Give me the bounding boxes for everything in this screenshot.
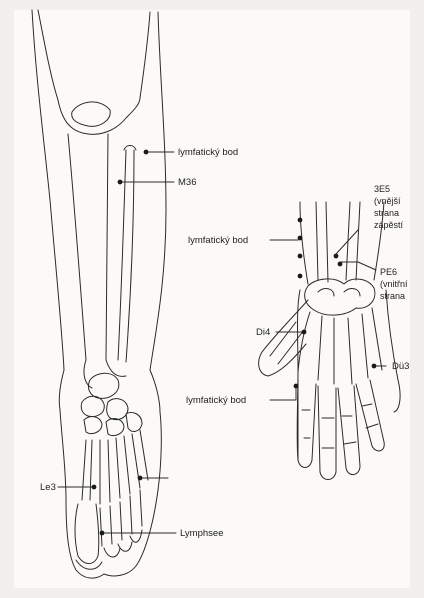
label-m36: M36 [178,177,196,188]
point-lymph-wrist-3 [298,254,303,259]
metatarsals [82,430,148,504]
label-lymph-wrist: lymfatický bod [188,235,248,246]
tibia-outline [68,134,108,360]
label-lymph-leg: lymfatický bod [178,147,238,158]
label-le3: Le3 [40,482,56,493]
femur-outline [38,10,150,100]
label-e5-line-4: zápěstí [374,219,424,231]
knee-outline [58,98,140,134]
hand-drawing [259,202,400,480]
point-lymph-leg [144,150,149,155]
finger-ring [338,386,360,475]
point-lymph-wrist-1 [298,218,303,223]
hand-skin-outline [297,290,400,460]
finger-index [298,380,316,468]
leader-lymph-hand [270,388,296,400]
metacarpals [298,308,382,384]
label-du3: Dü3 [392,361,409,372]
leader-pe6 [340,262,376,270]
point-di4 [302,330,307,335]
point-lymph-hand [294,384,299,389]
point-m36 [118,180,123,185]
tarsal-bones [81,373,142,435]
toe-bones [75,490,142,564]
finger-middle [318,386,336,480]
label-lymph-hand: lymfatický bod [186,395,246,406]
ankle-outline [84,360,126,388]
point-lymph-wrist-4 [298,274,303,279]
label-e5-line-3: strana [374,207,424,219]
label-pe6: PE6 (vnitřní strana [380,266,424,302]
label-e5-line-2: (vnější [374,195,424,207]
finger-little [356,380,384,451]
leader-e5 [336,230,358,254]
label-e5-line-1: 3E5 [374,183,424,195]
patella-outline [72,102,111,126]
leg-skin-outline [32,10,166,370]
point-pe6 [338,262,343,267]
label-e5: 3E5 (vnější strana zápěstí [374,183,424,231]
radius-ulna [316,202,360,282]
label-pe6-line-3: strana [380,290,424,302]
point-e5 [334,254,339,259]
carpal-bones [305,279,375,315]
forearm-outline [300,202,384,284]
point-foot-extra [138,476,143,481]
label-pe6-line-2: (vnitřní [380,278,424,290]
label-di4: Di4 [256,327,270,338]
point-du3 [372,364,377,369]
point-lymphsee [100,531,105,536]
point-le3 [92,485,97,490]
label-lymphsee: Lymphsee [180,528,223,539]
point-lymph-wrist-2 [298,236,303,241]
label-pe6-line-1: PE6 [380,266,424,278]
